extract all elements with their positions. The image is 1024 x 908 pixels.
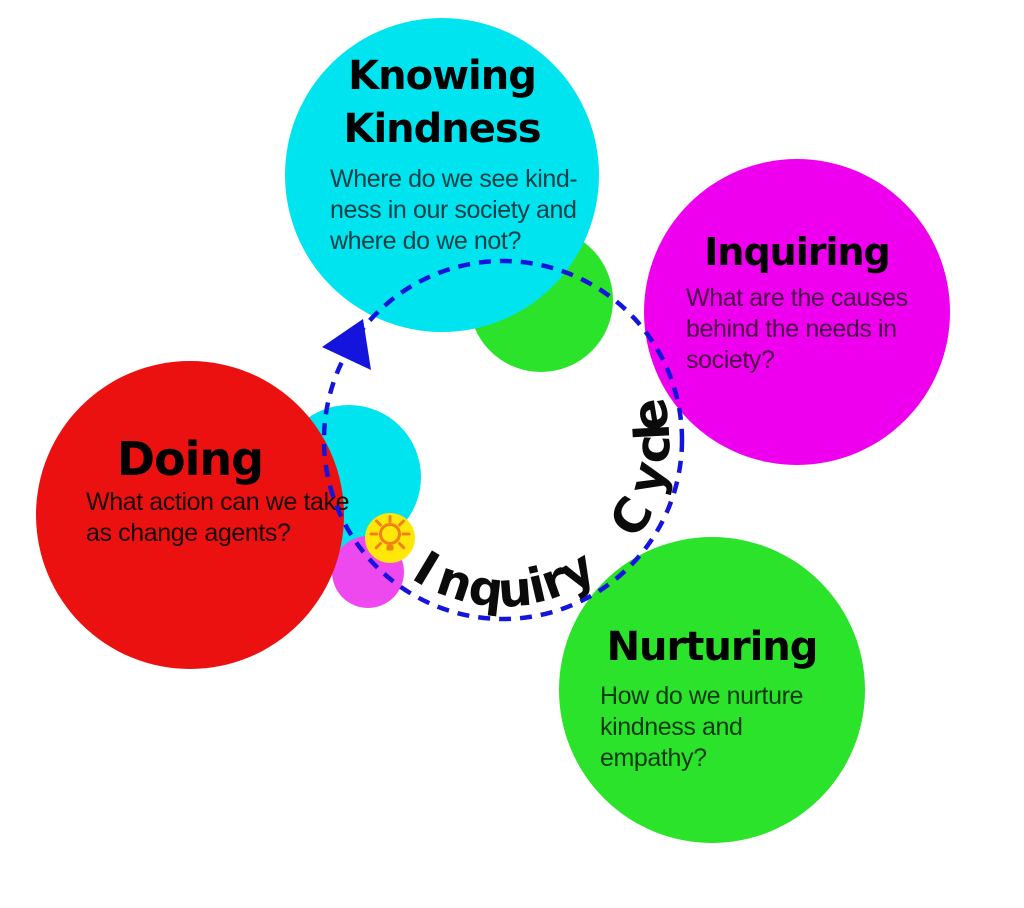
cycle-arc-letter: y	[617, 455, 680, 500]
cycle-arc-letter: i	[522, 557, 552, 616]
knowing-kindness-body: Where do we see kind-ness in our society…	[330, 165, 578, 255]
cycle-arc-letter: n	[430, 550, 481, 615]
cycle-arc-letter: c	[623, 433, 682, 466]
cycle-arc-letter: C	[598, 487, 665, 547]
lightbulb-badge	[365, 513, 415, 563]
doing-heading: Doing	[116, 432, 264, 486]
cycle-arc-letter: r	[533, 550, 575, 612]
cycle-direction-arrow-icon	[322, 319, 371, 370]
cycle-arc-letter: u	[495, 560, 534, 619]
inquiring-heading: Inquiring	[704, 230, 891, 274]
nurturing-heading: Nurturing	[606, 624, 819, 670]
lightbulb-icon	[369, 515, 411, 551]
cycle-arc-letter: q	[465, 559, 507, 619]
cycle-arc-letter: l	[624, 422, 682, 442]
